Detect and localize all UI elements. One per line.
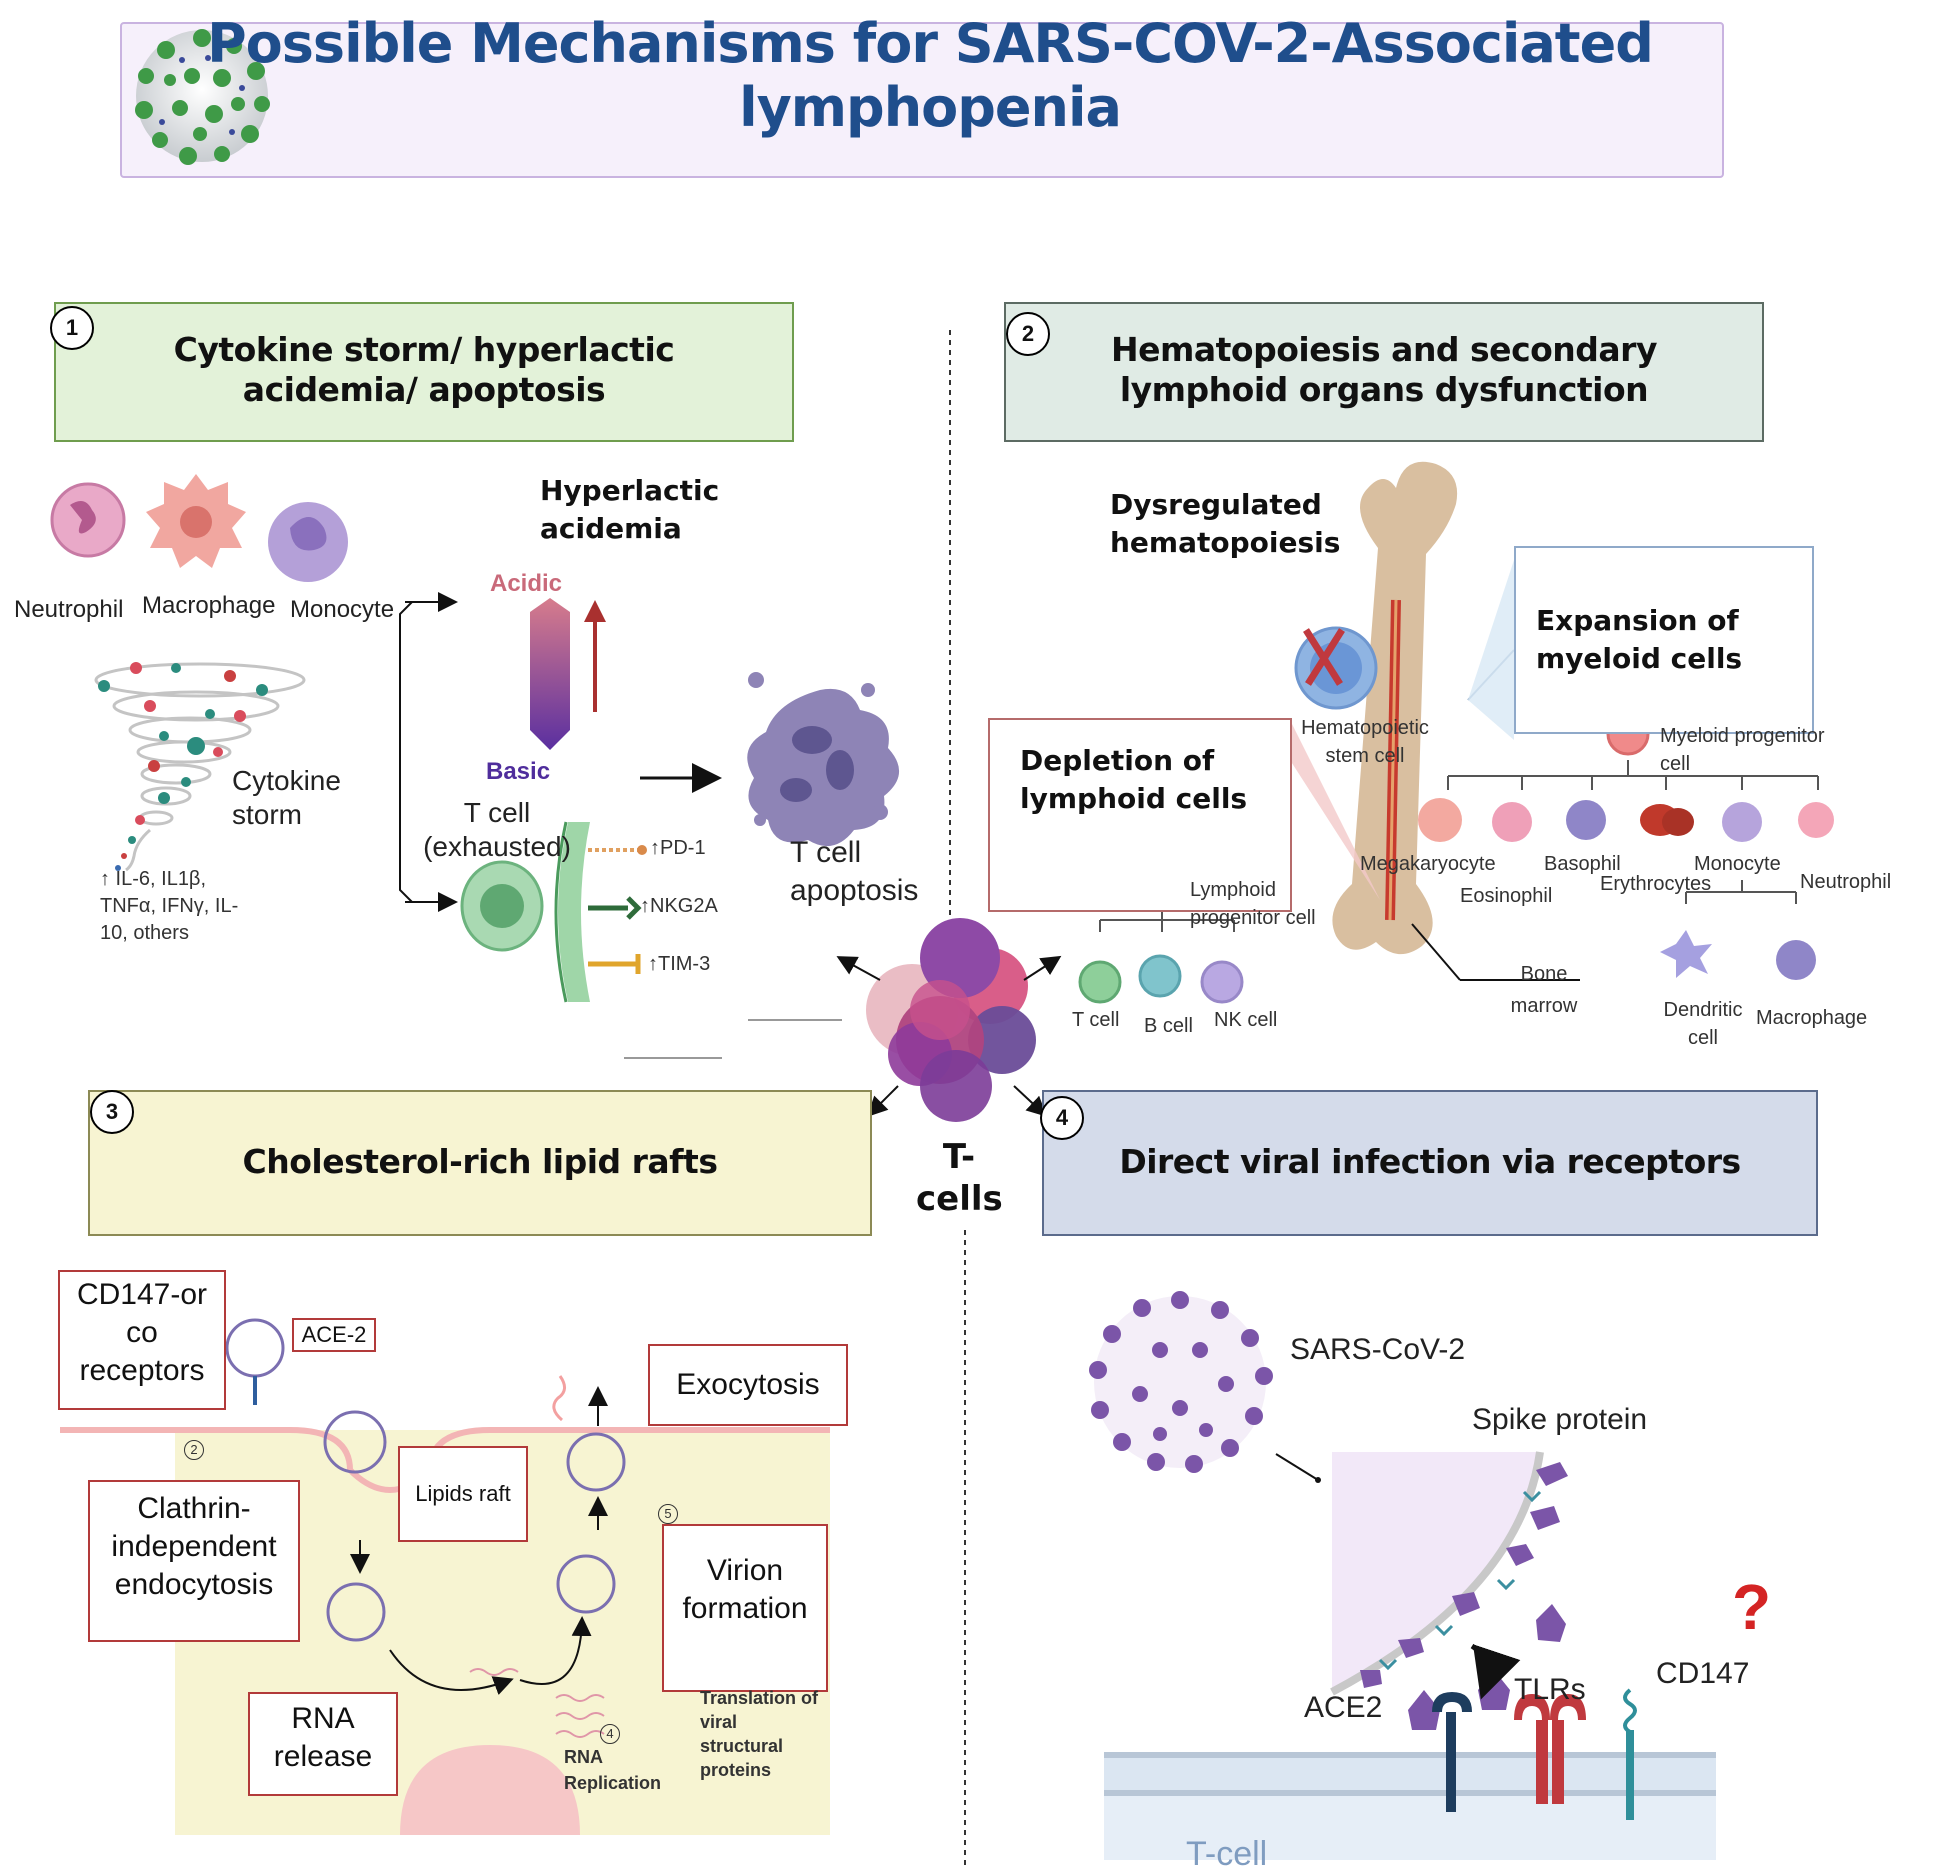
sars-cov-2-label: SARS-CoV-2 (1290, 1333, 1466, 1366)
t-cells-label: T-cells (916, 1137, 1003, 1219)
rna-replication-label: RNA Replication (564, 1747, 662, 1793)
cd147-label: CD147 (1656, 1657, 1750, 1690)
bone-marrow-label: Bone marrow (1510, 963, 1578, 1017)
cd147-receptor-icon (1623, 1688, 1637, 1820)
panel-4: Direct viral infection via receptors (1042, 1090, 1818, 1236)
monocyte-label: Monocyte (290, 596, 395, 623)
sars-cov-2-icon (1089, 1291, 1273, 1473)
dysregulated-label: Dysregulated hematopoiesis (1110, 488, 1341, 559)
cross-icon (1303, 628, 1345, 686)
clathrin-box: Clathrin-independent endocytosis (88, 1480, 300, 1642)
cytokines-list: ↑ IL-6, IL1β, TNFα, IFNγ, IL-10, others (100, 868, 239, 944)
neutrophil-icon (50, 482, 126, 558)
spike-protein-label: Spike protein (1472, 1403, 1648, 1436)
ace2-receptor-icon (1432, 1692, 1472, 1812)
step-4-label: 4 (600, 1724, 620, 1744)
basic-label: Basic (486, 758, 551, 785)
nk-cell-label: NK cell (1214, 1009, 1278, 1031)
t-cell-membrane-label: T-cell (1186, 1835, 1268, 1873)
question-mark-icon: ? (1732, 1571, 1772, 1643)
acidic-label: Acidic (490, 570, 563, 597)
nkg2a-label: ↑NKG2A (640, 895, 718, 917)
dendritic-cell-label: Dendritic cell (1663, 999, 1743, 1049)
membrane (1104, 1752, 1716, 1860)
viral-particles (225, 1318, 626, 1642)
virus-icon (135, 29, 270, 165)
rna-release-box: RNA release (248, 1692, 398, 1796)
lymphoid-progenitor-label: Lymphoid progenitor cell (1190, 879, 1316, 929)
page-title: Possible Mechanisms for SARS-COV-2-Assoc… (207, 12, 1654, 139)
lipids-raft-box: Lipids raft (398, 1446, 528, 1542)
depletion-label: Depletion of lymphoid cells (1020, 744, 1248, 815)
panel-3-number: 3 (90, 1090, 134, 1134)
eosinophil-label: Eosinophil (1460, 885, 1553, 907)
receptor-nkg2a (588, 896, 642, 920)
neutrophil-myeloid-label: Neutrophil (1800, 871, 1892, 893)
panel-4-number: 4 (1040, 1096, 1084, 1140)
panel-1: Cytokine storm/ hyperlactic acidemia/ ap… (54, 302, 794, 442)
step-2-label: 2 (184, 1440, 204, 1460)
depletion-box (988, 718, 1292, 912)
panel-3: Cholesterol-rich lipid rafts (88, 1090, 872, 1236)
macrophage-label: Macrophage (142, 592, 276, 619)
hsc-label: Hematopoietic stem cell (1301, 717, 1429, 767)
monocyte-myeloid-label: Monocyte (1694, 853, 1781, 875)
panel-4-title: Direct viral infection via receptors (1119, 1142, 1741, 1181)
expansion-label: Expansion of myeloid cells (1536, 604, 1743, 675)
ace2-box: ACE-2 (292, 1318, 376, 1352)
pd1-label: ↑PD-1 (650, 837, 706, 859)
panel-1-number: 1 (50, 306, 94, 350)
step-5-label: 5 (658, 1504, 678, 1524)
exhausted-t-cell (460, 821, 590, 1003)
panel-1-title: Cytokine storm/ hyperlactic acidemia/ ap… (173, 330, 675, 409)
panel-2: Hematopoiesis and secondary lymphoid org… (1004, 302, 1764, 442)
tlrs-label: TLRs (1514, 1673, 1586, 1706)
tlr-receptor-icon (1514, 1694, 1586, 1804)
myeloid-progenitor-label: Myeloid progenitor cell (1660, 725, 1825, 775)
neutrophil-label: Neutrophil (14, 596, 124, 623)
basophil-label: Basophil (1544, 853, 1621, 875)
megakaryocyte-label: Megakaryocyte (1360, 853, 1496, 875)
panel-2-title: Hematopoiesis and secondary lymphoid org… (1111, 330, 1657, 409)
macrophage-icon (146, 474, 246, 568)
t-cell-apoptosis-label: T cell apoptosis (790, 836, 919, 907)
receptor-tim3 (588, 954, 641, 974)
translation-label: Translation of viral structural proteins (700, 1688, 819, 1780)
tim3-label: ↑TIM-3 (648, 953, 711, 975)
receptor-pd1 (588, 845, 647, 855)
title-banner (120, 22, 1724, 178)
b-cell-label: B cell (1144, 1015, 1193, 1037)
cytokine-storm-label: Cytokine storm (232, 765, 341, 830)
bone-marrow-icon (1332, 461, 1458, 955)
macrophage-derived-label: Macrophage (1756, 1007, 1868, 1029)
erythrocytes-label: Erythrocytes (1600, 873, 1712, 895)
dendritic-cell-icon (1660, 930, 1712, 978)
cytokine-dots (98, 662, 268, 871)
t-cell-exhausted-label: T cell (exhausted) (423, 797, 571, 862)
panel-3-title: Cholesterol-rich lipid rafts (242, 1142, 718, 1181)
exocytosis-box: Exocytosis (648, 1344, 848, 1426)
virion-box: Virion formation (662, 1524, 828, 1692)
t-cell-cluster (866, 918, 1036, 1122)
expansion-box (1514, 546, 1814, 734)
t-cell-label: T cell (1072, 1009, 1120, 1031)
apoptotic-t-cell (747, 672, 900, 847)
monocyte-icon (268, 502, 348, 582)
hyperlactic-label: Hyperlactic acidemia (540, 474, 720, 545)
panel-2-number: 2 (1006, 312, 1050, 356)
ace2-label: ACE2 (1304, 1691, 1383, 1724)
cd147-box: CD147-or co receptors (58, 1270, 226, 1410)
